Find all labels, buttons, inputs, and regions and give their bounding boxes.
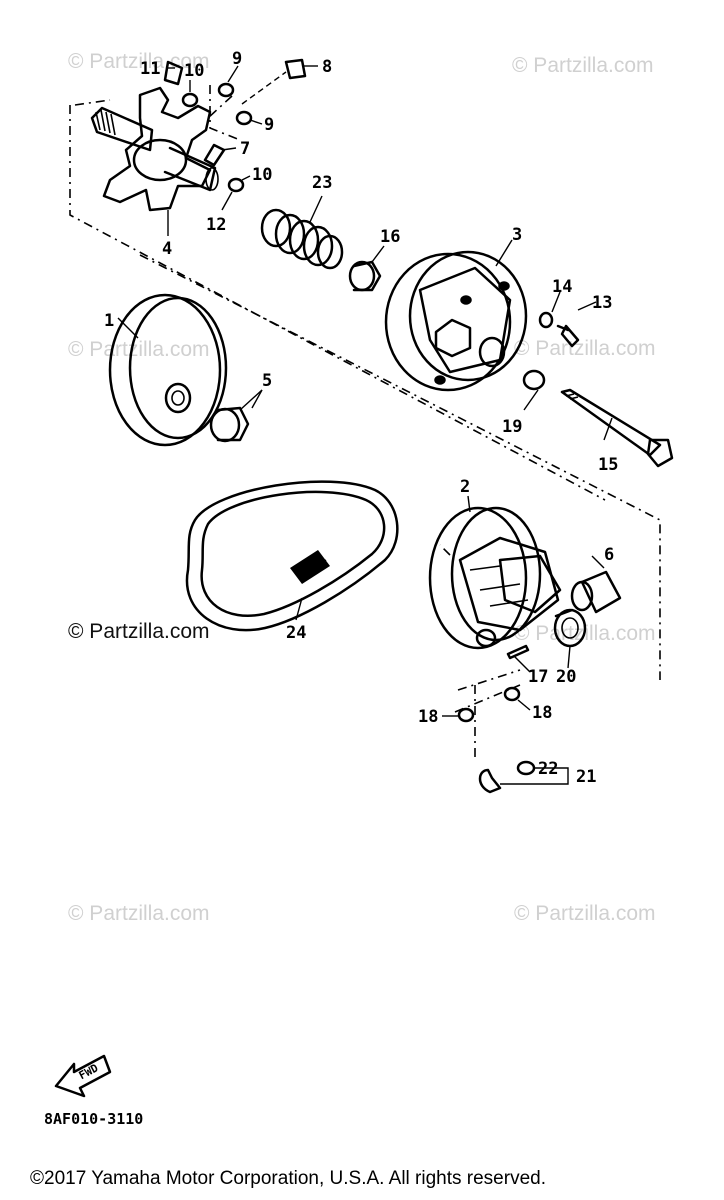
watermark: © Partzilla.com bbox=[512, 54, 654, 77]
callout-3: 3 bbox=[512, 225, 522, 245]
callout-numbers: 11 10 9 8 9 7 10 23 12 4 16 3 14 13 19 1… bbox=[104, 49, 618, 787]
callout-4: 4 bbox=[162, 239, 172, 259]
secondary-sheave bbox=[428, 506, 562, 650]
small-parts-upper bbox=[163, 58, 307, 193]
fwd-arrow-icon: FWD bbox=[54, 1054, 112, 1098]
watermark: © Partzilla.com bbox=[68, 338, 210, 361]
callout-5: 5 bbox=[262, 371, 272, 391]
callout-20: 20 bbox=[556, 667, 576, 687]
callout-10: 10 bbox=[252, 165, 272, 185]
long-bolt bbox=[560, 388, 674, 468]
fixed-sheave bbox=[108, 293, 228, 447]
callout-24: 24 bbox=[286, 623, 306, 643]
bearing bbox=[209, 406, 250, 443]
assembly-frame bbox=[69, 99, 661, 760]
callout-19: 19 bbox=[502, 417, 522, 437]
callout-8: 8 bbox=[322, 57, 332, 77]
callout-2: 2 bbox=[460, 477, 470, 497]
callout-22: 22 bbox=[538, 759, 558, 779]
drive-belt bbox=[185, 480, 399, 632]
watermark: © Partzilla.com bbox=[68, 902, 210, 925]
callout-21: 21 bbox=[576, 767, 596, 787]
bolt-washer-parts bbox=[522, 311, 580, 391]
callout-14: 14 bbox=[552, 277, 572, 297]
copyright-notice: ©2017 Yamaha Motor Corporation, U.S.A. A… bbox=[30, 1168, 546, 1189]
watermark: © Partzilla.com bbox=[68, 50, 210, 73]
bushing bbox=[348, 260, 382, 292]
diagram-code: 8AF010-3110 bbox=[44, 1110, 143, 1128]
callout-17: 17 bbox=[528, 667, 548, 687]
callout-23: 23 bbox=[312, 173, 332, 193]
callout-10: 10 bbox=[184, 61, 204, 81]
watermark: © Partzilla.com bbox=[68, 620, 210, 643]
callout-18: 18 bbox=[418, 707, 438, 727]
callout-9: 9 bbox=[232, 49, 242, 69]
roller-parts bbox=[553, 570, 622, 648]
callout-15: 15 bbox=[598, 455, 618, 475]
callout-16: 16 bbox=[380, 227, 400, 247]
watermark: © Partzilla.com bbox=[514, 902, 656, 925]
movable-sheave bbox=[384, 250, 528, 392]
watermarks: © Partzilla.com © Partzilla.com © Partzi… bbox=[68, 50, 656, 925]
callout-18: 18 bbox=[532, 703, 552, 723]
spider-shaft bbox=[90, 86, 219, 212]
pin-clip-parts bbox=[457, 644, 536, 794]
callout-12: 12 bbox=[206, 215, 226, 235]
watermark: © Partzilla.com bbox=[514, 337, 656, 360]
callout-6: 6 bbox=[604, 545, 614, 565]
callout-13: 13 bbox=[592, 293, 612, 313]
spring bbox=[260, 208, 344, 270]
callout-9: 9 bbox=[264, 115, 274, 135]
callout-1: 1 bbox=[104, 311, 114, 331]
callout-11: 11 bbox=[140, 59, 160, 79]
callout-7: 7 bbox=[240, 139, 250, 159]
leader-lines bbox=[117, 65, 613, 785]
